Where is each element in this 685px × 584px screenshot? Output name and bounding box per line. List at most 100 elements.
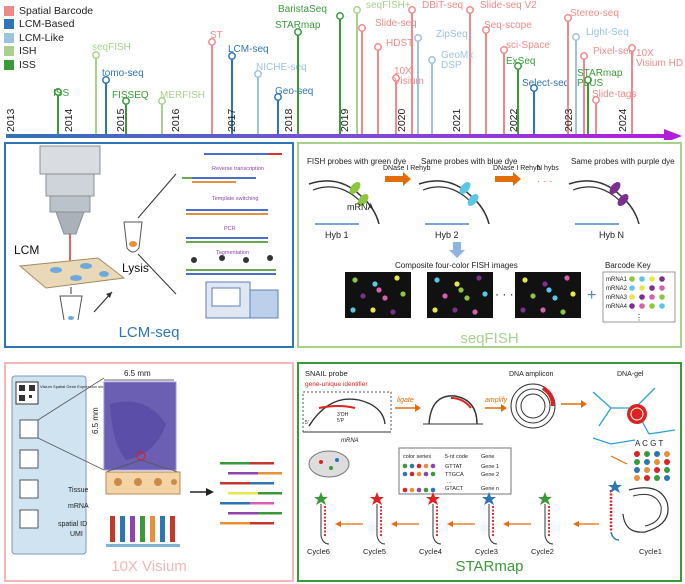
- composite-label: Composite four-color FISH images: [395, 261, 518, 270]
- table-header: 5-nt code: [445, 454, 468, 460]
- capture-oligo: [150, 516, 155, 542]
- series-dot: [416, 463, 422, 469]
- capture-area: [19, 419, 39, 439]
- lysis-label: Lysis: [122, 261, 149, 275]
- slide-text: Visium Spatial Gene Expression slide: [40, 384, 107, 389]
- starmap-title: STARmap: [455, 558, 524, 575]
- dim-width: 6.5 mm: [124, 369, 151, 378]
- timeline-label: Seq-scope: [484, 20, 532, 31]
- probe-label: Same probes with purple dye: [571, 157, 675, 166]
- fish-dot: [564, 275, 570, 281]
- gene-id-label: gene-unique identifier: [305, 381, 368, 388]
- timeline-node: [353, 6, 361, 14]
- timeline-label: seqFISH: [92, 42, 131, 53]
- legend-label: ISH: [19, 45, 37, 58]
- table-code: TTGCA: [445, 472, 464, 478]
- table-header: Gene: [481, 454, 494, 460]
- year-label: 2021: [451, 108, 463, 132]
- fish-dot: [372, 281, 378, 287]
- cells: [105, 471, 181, 495]
- year-label: 2018: [283, 108, 295, 132]
- table-header: color series: [403, 454, 431, 460]
- barcode-dot: [639, 285, 645, 291]
- timeline-arrowhead: [664, 129, 682, 140]
- timeline-label: Stereo-seq: [570, 8, 619, 19]
- process-arrow: [385, 172, 411, 186]
- down-arrow: [449, 242, 465, 258]
- acgt-dot: [654, 459, 660, 465]
- year-label: 2019: [339, 108, 351, 132]
- amplicon-label: DNA amplicon: [509, 371, 553, 378]
- read: [220, 502, 250, 505]
- snail-title: SNAIL probe: [305, 369, 348, 378]
- process-arrow: [495, 172, 521, 186]
- seqfish-panel: FISH probes with green dye mRNA Hyb 1 DN…: [297, 142, 682, 348]
- legend-label: LCM-Based: [19, 18, 75, 31]
- legend-item: Spatial Barcode: [4, 4, 93, 18]
- legend-item: ISS: [4, 58, 93, 72]
- timeline-node: [564, 14, 572, 22]
- legend-swatch: [4, 5, 14, 16]
- ellipsis: · · ·: [495, 287, 514, 301]
- cycle-label: Cycle4: [419, 547, 442, 556]
- ligate-label: ligate: [397, 397, 414, 404]
- arrow-icon: [206, 488, 214, 496]
- year-label: 2015: [115, 108, 127, 132]
- timeline-node: [358, 24, 366, 32]
- fish-dot: [476, 275, 482, 281]
- fish-dot: [400, 291, 406, 297]
- microscope-objective: [39, 145, 101, 272]
- sequencing-reads: [220, 462, 282, 525]
- visium-panel: Visium Spatial Gene Expression slide 6.5…: [4, 362, 294, 582]
- hyb-2-probe: [418, 180, 490, 225]
- acgt-dot: [634, 459, 640, 465]
- barcode-key-more: ⋮: [635, 313, 643, 322]
- year-label: 2014: [63, 108, 75, 132]
- barcode-key-row: mRNA3: [606, 295, 628, 301]
- read: [250, 482, 274, 485]
- timeline-label: ISS: [53, 88, 69, 99]
- timeline-node: [408, 6, 416, 14]
- barcode-dot: [629, 303, 635, 309]
- visium-illustration: Visium Spatial Gene Expression slide 6.5…: [11, 369, 282, 555]
- barcode-key-dots: [629, 276, 665, 309]
- legend-swatch: [4, 19, 14, 30]
- timeline-label: ExSeq: [506, 56, 535, 67]
- read: [220, 482, 250, 485]
- sequencer-icon: [205, 281, 279, 319]
- fish-dot: [352, 277, 358, 283]
- timeline-label: STARmap: [275, 20, 321, 31]
- fish-dot: [394, 275, 400, 281]
- series-dot: [402, 471, 408, 477]
- cycle-label: Cycle5: [363, 547, 386, 556]
- timeline-node: [92, 51, 100, 59]
- series-dot: [402, 463, 408, 469]
- barcode-key-title: Barcode Key: [605, 261, 651, 270]
- year-label: 2016: [170, 108, 182, 132]
- fish-dot: [464, 295, 470, 301]
- legend-swatch: [4, 32, 14, 43]
- barcode-dot: [659, 285, 665, 291]
- timeline-node: [466, 6, 474, 14]
- timeline-label: tomo-seq: [102, 68, 144, 79]
- read: [220, 462, 250, 465]
- probe-label: Same probes with blue dye: [421, 157, 518, 166]
- seqfish-title: seqFISH: [460, 330, 519, 347]
- acgt-dot: [644, 467, 650, 473]
- fish-dot: [442, 293, 448, 299]
- timeline-label: MERFISH: [160, 90, 205, 101]
- capture-oligo: [130, 516, 135, 542]
- read: [228, 492, 258, 495]
- year-label: 2017: [226, 108, 238, 132]
- fish-dot: [542, 281, 548, 287]
- capture-oligo: [170, 516, 175, 542]
- capture-area: [19, 509, 39, 529]
- year-label: 2013: [5, 108, 17, 132]
- fish-dot: [458, 287, 464, 293]
- timeline-node: [228, 52, 236, 60]
- dnase-label: DNase I Rehyb: [383, 165, 431, 172]
- cycle1-template: [609, 487, 669, 541]
- cycle-strand: [432, 504, 442, 545]
